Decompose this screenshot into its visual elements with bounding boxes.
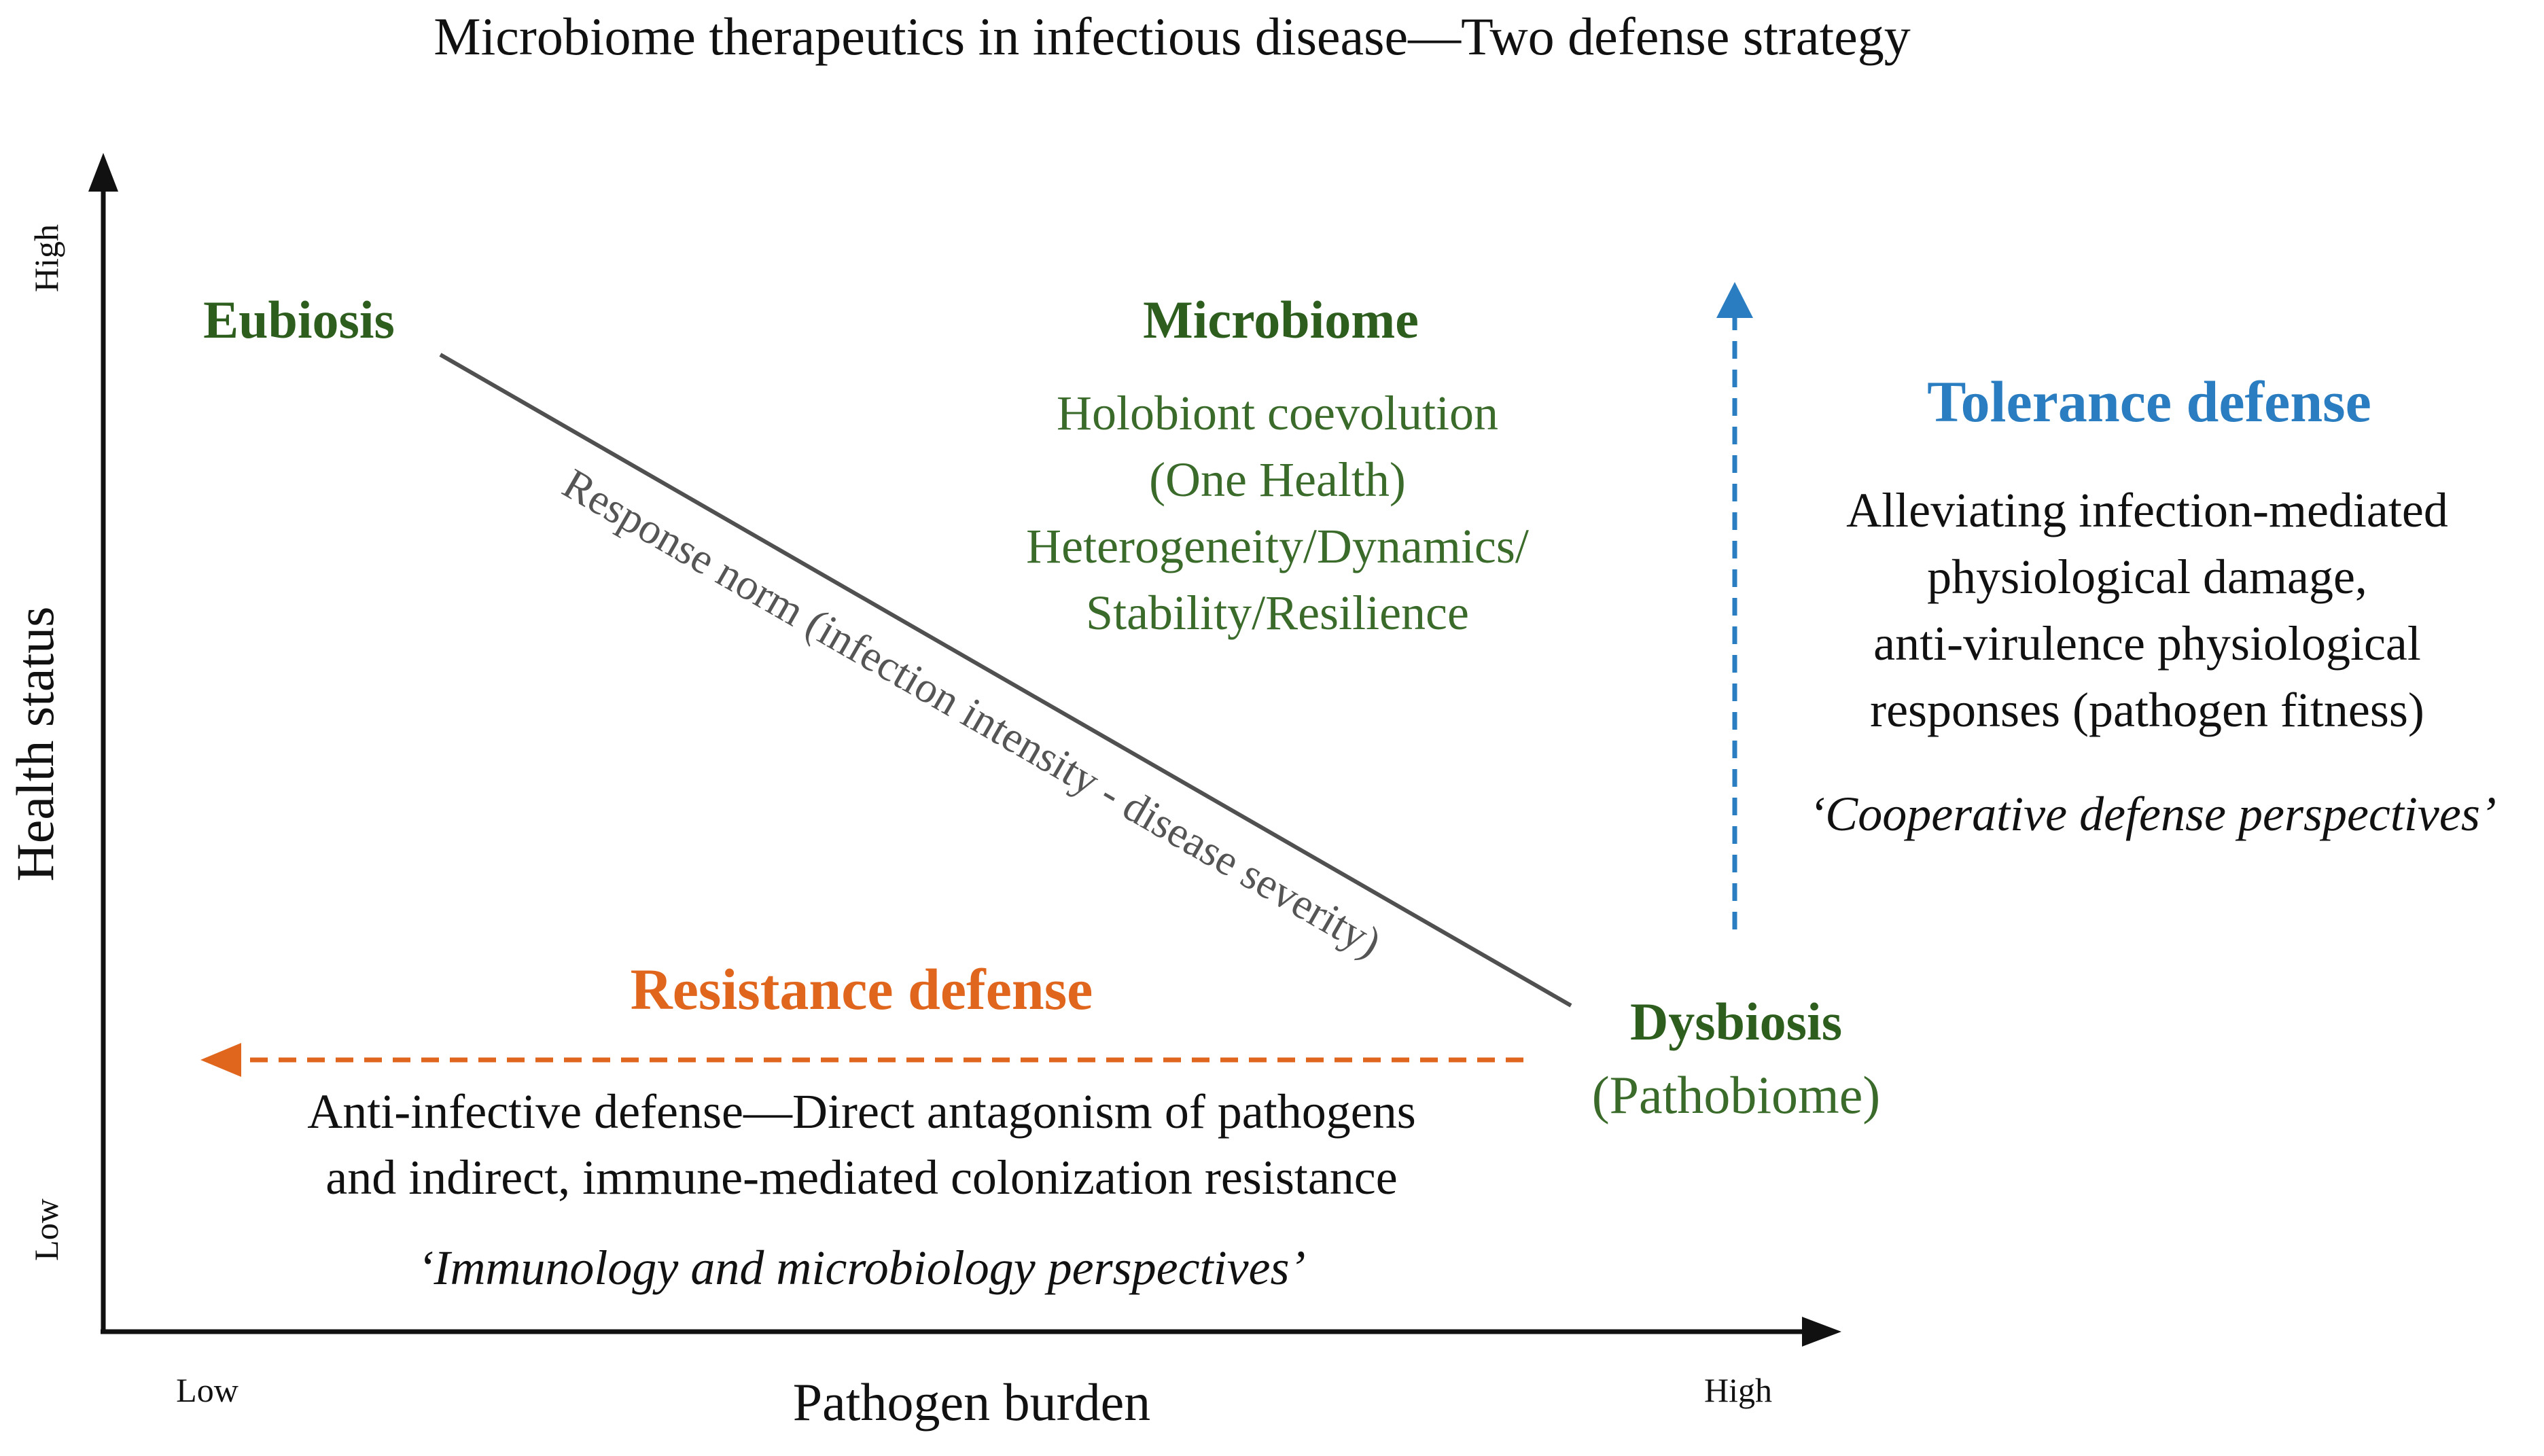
- diagram-title: Microbiome therapeutics in infectious di…: [434, 7, 1911, 66]
- x-axis-low-label: Low: [176, 1371, 238, 1409]
- tolerance-line: anti-virulence physiological: [1873, 616, 2421, 671]
- y-axis-arrowhead: [88, 153, 118, 192]
- pathobiome-label: (Pathobiome): [1592, 1065, 1881, 1124]
- tolerance-line: responses (pathogen fitness): [1870, 683, 2424, 737]
- resistance-perspective: ‘Immunology and microbiology perspective…: [417, 1241, 1305, 1295]
- dysbiosis-label: Dysbiosis: [1630, 992, 1842, 1051]
- x-axis-label: Pathogen burden: [793, 1372, 1150, 1432]
- y-axis-label: Health status: [5, 606, 65, 881]
- microbiome-heading: Microbiome: [1143, 290, 1419, 349]
- tolerance-line: Alleviating infection-mediated: [1846, 483, 2448, 537]
- x-axis-arrowhead: [1802, 1317, 1841, 1347]
- axes: [88, 153, 1841, 1347]
- tolerance-perspective: ‘Cooperative defense perspectives’: [1809, 787, 2496, 841]
- microbiome-line: Heterogeneity/Dynamics/: [1026, 519, 1529, 573]
- tolerance-arrowhead: [1716, 282, 1753, 318]
- y-axis-high-label: High: [27, 224, 65, 292]
- microbiome-line: (One Health): [1149, 452, 1406, 507]
- microbiome-line: Stability/Resilience: [1086, 586, 1469, 640]
- resistance-line: and indirect, immune-mediated colonizati…: [325, 1150, 1397, 1205]
- resistance-arrowhead: [200, 1043, 241, 1077]
- y-axis-low-label: Low: [27, 1198, 65, 1261]
- tolerance-heading: Tolerance defense: [1927, 369, 2371, 434]
- eubiosis-label: Eubiosis: [203, 290, 395, 349]
- resistance-line: Anti-infective defense—Direct antagonism…: [307, 1084, 1415, 1139]
- resistance-heading: Resistance defense: [631, 957, 1093, 1022]
- x-axis-high-label: High: [1704, 1371, 1772, 1409]
- microbiome-line: Holobiont coevolution: [1057, 386, 1498, 440]
- tolerance-line: physiological damage,: [1927, 550, 2367, 604]
- response-norm-line: [439, 353, 1572, 1008]
